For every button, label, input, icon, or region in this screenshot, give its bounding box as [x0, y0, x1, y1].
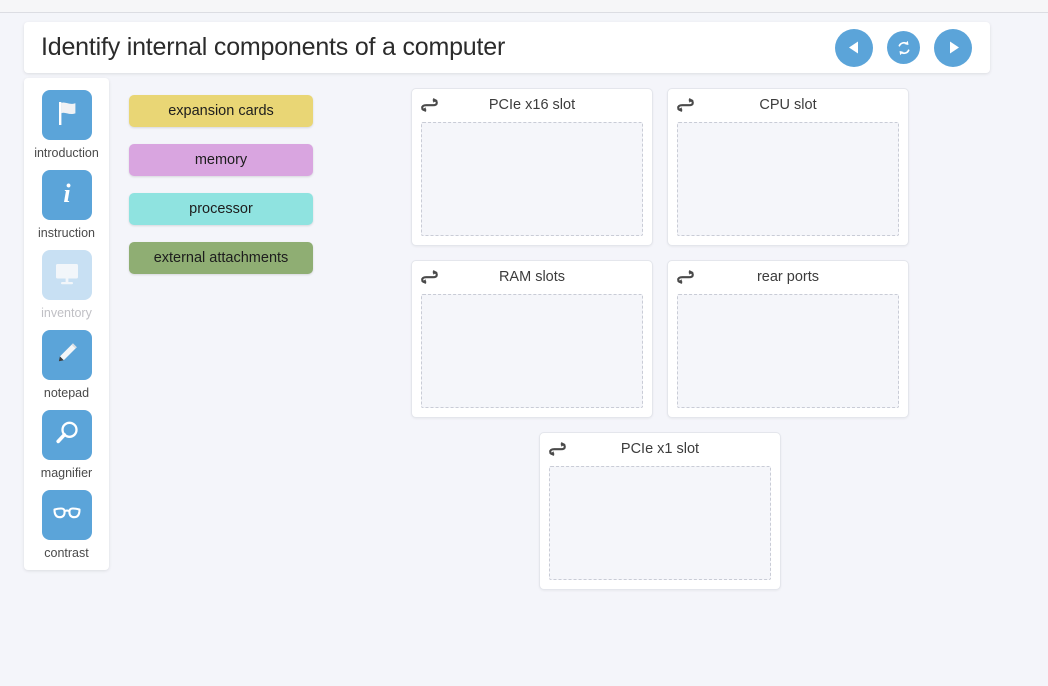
chip-label: memory: [194, 152, 248, 168]
glasses-icon-wrap: [41, 490, 92, 540]
svg-text:i: i: [63, 179, 71, 208]
browser-strip-text: · · ·: [0, 0, 1048, 3]
chip-processor[interactable]: processor: [129, 193, 313, 225]
card-title: PCIe x16 slot: [488, 97, 576, 113]
info-icon-wrap: i: [41, 170, 92, 220]
sidebar-item-inventory: inventory: [24, 250, 109, 320]
drop-card-pcie-x1-slot[interactable]: PCIe x1 slot: [539, 432, 781, 590]
chip-label: external attachments: [153, 250, 289, 266]
triangle-left-icon: [845, 38, 864, 57]
card-title: rear ports: [756, 269, 820, 285]
sidebar-item-instruction[interactable]: i instruction: [24, 170, 109, 240]
card-title: CPU slot: [759, 97, 817, 113]
swap-icon[interactable]: [677, 270, 694, 284]
sidebar-item-label: instruction: [38, 226, 95, 240]
card-title: RAM slots: [498, 269, 566, 285]
swap-icon[interactable]: [421, 98, 438, 112]
monitor-icon-wrap: [41, 250, 92, 300]
tool-sidebar: introduction i instruction inventory: [24, 78, 109, 570]
sidebar-item-label: contrast: [44, 546, 89, 560]
flag-icon: [52, 98, 82, 133]
drop-card-ram-slots[interactable]: RAM slots: [411, 260, 653, 418]
chip-label: expansion cards: [168, 103, 274, 119]
sidebar-item-label: inventory: [41, 306, 92, 320]
flag-icon-wrap: [41, 90, 92, 140]
monitor-icon: [52, 258, 82, 293]
pencil-icon-wrap: [41, 330, 92, 380]
dropzone[interactable]: [677, 122, 899, 236]
sidebar-item-contrast[interactable]: contrast: [24, 490, 109, 560]
page-title: Identify internal components of a comput…: [41, 33, 506, 61]
card-title: PCIe x1 slot: [620, 441, 700, 457]
sidebar-item-label: introduction: [34, 146, 99, 160]
category-chip-list: expansion cards memory processor externa…: [129, 95, 313, 274]
drop-card-rear-ports[interactable]: rear ports: [667, 260, 909, 418]
card-header: rear ports: [668, 261, 908, 293]
magnifier-icon: [52, 418, 82, 453]
reset-button[interactable]: [887, 31, 920, 64]
swap-icon[interactable]: [549, 442, 566, 456]
pencil-icon: [52, 338, 82, 373]
glasses-icon: [51, 497, 83, 534]
sidebar-item-notepad[interactable]: notepad: [24, 330, 109, 400]
dropzone[interactable]: [421, 294, 643, 408]
previous-button[interactable]: [835, 28, 873, 67]
chip-memory[interactable]: memory: [129, 144, 313, 176]
card-header: CPU slot: [668, 89, 908, 121]
dropzone[interactable]: [421, 122, 643, 236]
swap-icon[interactable]: [677, 98, 694, 112]
sidebar-item-magnifier[interactable]: magnifier: [24, 410, 109, 480]
navigation-buttons: [835, 28, 972, 67]
page-header: Identify internal components of a comput…: [24, 22, 990, 73]
info-icon: i: [52, 178, 82, 213]
refresh-icon: [894, 38, 914, 58]
card-header: RAM slots: [412, 261, 652, 293]
swap-icon[interactable]: [421, 270, 438, 284]
triangle-right-icon: [944, 38, 963, 57]
next-button[interactable]: [934, 28, 972, 67]
drop-card-cpu-slot[interactable]: CPU slot: [667, 88, 909, 246]
chip-label: processor: [189, 201, 253, 217]
browser-top-strip: · · ·: [0, 0, 1048, 13]
magnifier-icon-wrap: [41, 410, 92, 460]
dropzone[interactable]: [549, 466, 771, 580]
card-header: PCIe x1 slot: [540, 433, 780, 465]
card-header: PCIe x16 slot: [412, 89, 652, 121]
chip-expansion-cards[interactable]: expansion cards: [129, 95, 313, 127]
chip-external-attachments[interactable]: external attachments: [129, 242, 313, 274]
drop-card-pcie-x16-slot[interactable]: PCIe x16 slot: [411, 88, 653, 246]
dropzone[interactable]: [677, 294, 899, 408]
sidebar-item-introduction[interactable]: introduction: [24, 90, 109, 160]
sidebar-item-label: magnifier: [40, 466, 93, 480]
sidebar-item-label: notepad: [43, 386, 90, 400]
